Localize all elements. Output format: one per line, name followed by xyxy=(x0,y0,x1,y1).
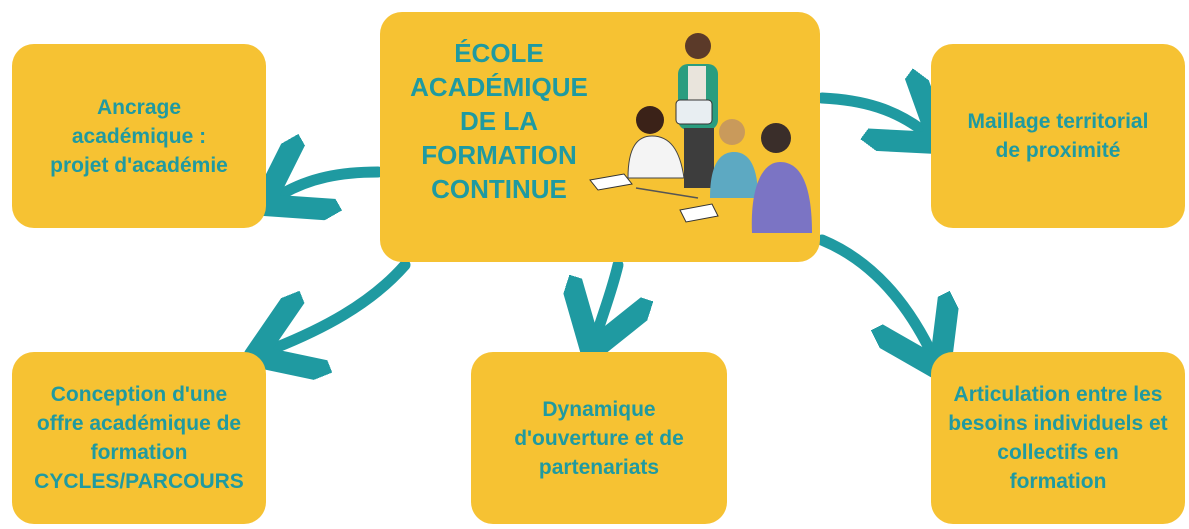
node-conception-offre: Conception d'une offre académique de for… xyxy=(12,352,266,524)
arrow-to-left-icon xyxy=(282,172,384,194)
arrow-to-right-icon xyxy=(816,98,922,130)
node-maillage-territorial-label: Maillage territorial de proximité xyxy=(967,110,1149,162)
arrow-to-bottom-middle-icon xyxy=(598,259,618,330)
central-node: ÉCOLE ACADÉMIQUE DE LA FORMATION CONTINU… xyxy=(380,12,820,262)
node-dynamique-ouverture: Dynamique d'ouverture et de partenariats xyxy=(471,352,727,524)
node-maillage-territorial: Maillage territorial de proximité xyxy=(931,44,1185,228)
meeting-illustration-icon xyxy=(589,33,812,233)
node-dynamique-ouverture-label: Dynamique d'ouverture et de partenariats xyxy=(514,397,684,479)
node-ancrage-academique: Ancrage académique : projet d'académie xyxy=(12,44,266,228)
node-ancrage-academique-label: Ancrage académique : projet d'académie xyxy=(50,95,228,177)
node-articulation-besoins-label: Articulation entre les besoins individue… xyxy=(948,383,1168,493)
arrow-to-bottom-right-icon xyxy=(816,234,930,350)
arrow-to-bottom-left-icon xyxy=(275,259,411,348)
node-conception-offre-label: Conception d'une offre académique de for… xyxy=(34,383,244,493)
node-articulation-besoins: Articulation entre les besoins individue… xyxy=(931,352,1185,524)
central-node-title: ÉCOLE ACADÉMIQUE DE LA FORMATION CONTINU… xyxy=(410,38,588,204)
